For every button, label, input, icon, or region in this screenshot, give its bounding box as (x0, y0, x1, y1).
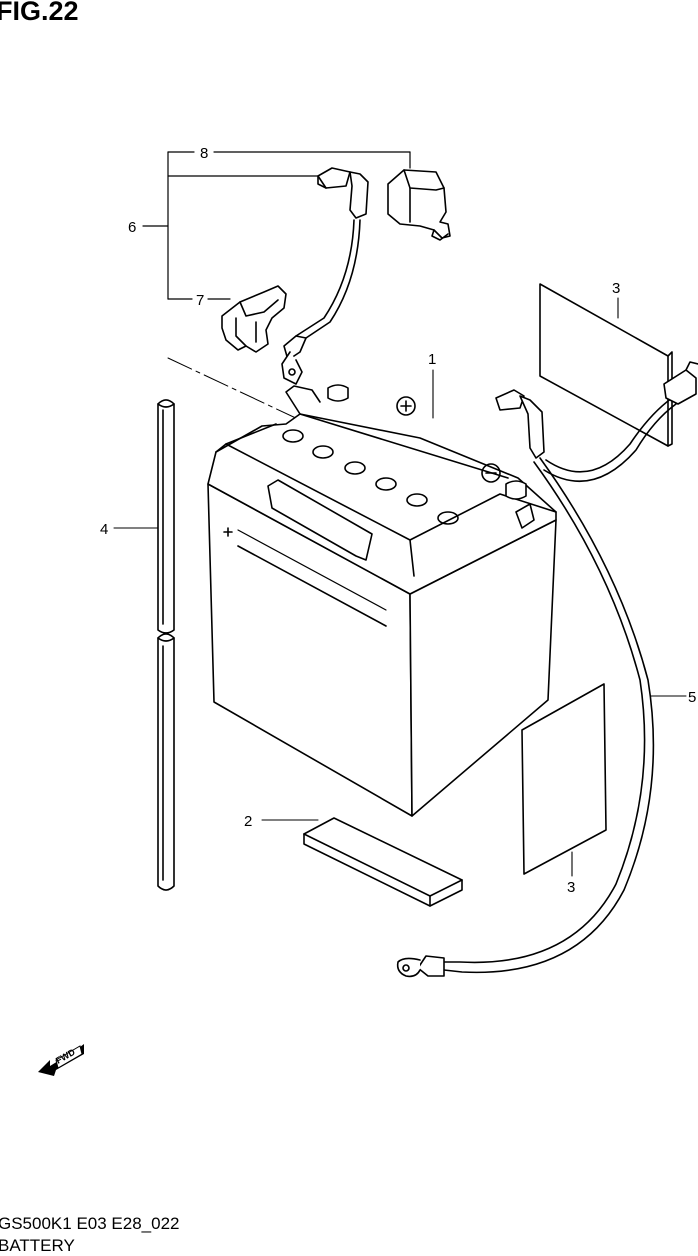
leader-lines (113, 297, 687, 877)
callout-7: 7 (196, 292, 204, 309)
callout-8: 8 (200, 145, 208, 162)
fwd-badge: FWD (36, 1038, 88, 1078)
negative-cable-part-5 (396, 361, 698, 978)
footer-section-name: BATTERY (0, 1236, 75, 1255)
callout-4: 4 (100, 521, 108, 538)
label-part-3-upper (539, 283, 673, 447)
terminal-cover-part-7 (221, 285, 287, 353)
battery-part-1 (207, 384, 557, 817)
callout-3-lower: 3 (567, 879, 575, 896)
footer-model-code: GS500K1 E03 E28_022 (0, 1214, 180, 1233)
positive-cable-part-6 (281, 167, 369, 385)
label-part-3-lower (521, 683, 607, 875)
breather-hose-part-4 (157, 357, 301, 891)
callout-3-upper: 3 (612, 280, 620, 297)
callout-1: 1 (428, 351, 436, 368)
bracket-lines (142, 151, 411, 300)
callout-5: 5 (688, 689, 696, 706)
callout-2: 2 (244, 813, 252, 830)
terminal-cover-part-8 (387, 169, 451, 241)
callout-6: 6 (128, 219, 136, 236)
fwd-arrow-icon: FWD (38, 1044, 84, 1076)
battery-pad-part-2 (303, 817, 463, 907)
figure-title: FIG.22 (0, 0, 79, 26)
